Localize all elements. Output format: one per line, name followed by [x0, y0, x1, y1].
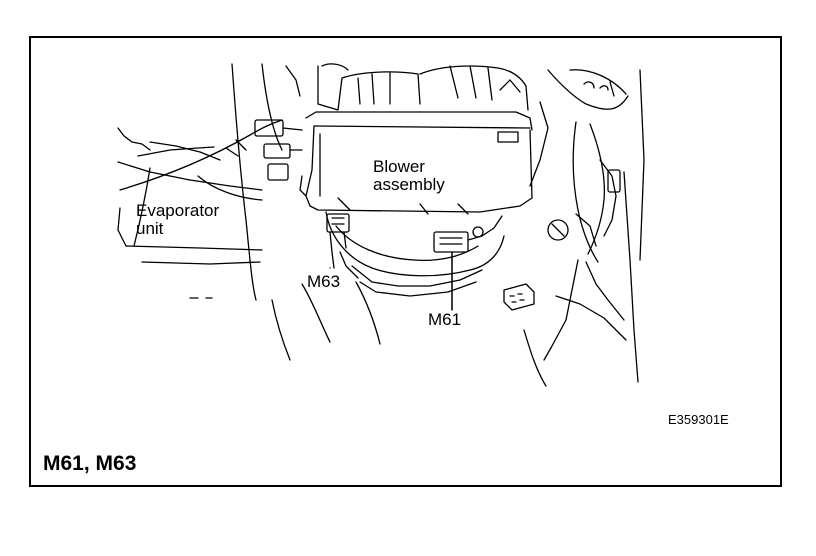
m61-connector: [433, 215, 503, 311]
relay-block: [503, 283, 535, 311]
m61-label: M61: [428, 310, 462, 329]
right-side-harness: [543, 69, 645, 383]
page-title: M61, M63: [43, 452, 137, 475]
evaporator-harness: [119, 119, 303, 201]
lower-panel: [189, 281, 547, 387]
m63-connector: [326, 213, 350, 269]
blower-motor: [325, 211, 505, 297]
blower-housing: [299, 101, 549, 215]
dashboard-panel: [117, 63, 283, 301]
m63-label: M63: [307, 272, 341, 291]
evaporator-unit-label: Evaporator unit: [136, 201, 220, 238]
image-code: E359301E: [668, 412, 729, 427]
air-duct-pipes: [285, 63, 529, 111]
figure-frame: [29, 36, 782, 487]
blower-assembly-label: Blower assembly: [373, 157, 445, 194]
